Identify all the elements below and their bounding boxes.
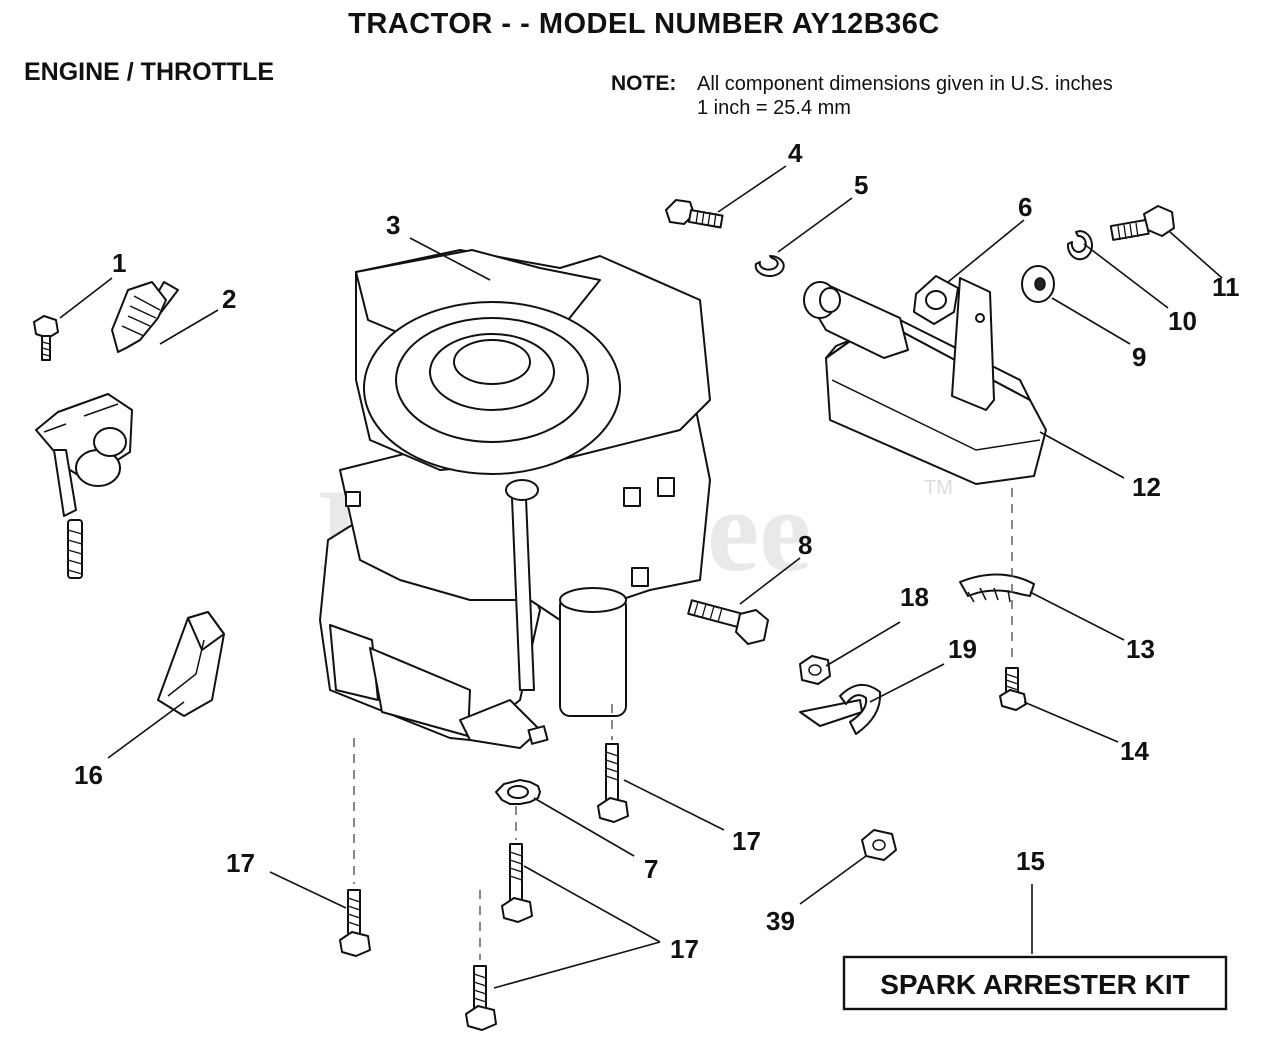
leader-lines: [59, 165, 1223, 989]
callout-19: 19: [948, 634, 977, 664]
part-8-bolt[interactable]: [687, 599, 769, 645]
callout-7: 7: [644, 854, 658, 884]
assembly-lines: [353, 488, 1013, 960]
callout-12: 12: [1132, 472, 1161, 502]
callout-2: 2: [222, 284, 236, 314]
part-17-bolt-a[interactable]: [597, 743, 629, 823]
part-4-screw[interactable]: [665, 199, 724, 229]
part-6-gasket[interactable]: [913, 275, 959, 325]
part-17-bolt-b[interactable]: [339, 889, 371, 957]
part-19-clamp[interactable]: [799, 684, 882, 735]
part-18-nut[interactable]: [799, 655, 831, 685]
callout-9: 9: [1132, 342, 1146, 372]
part-17-bolt-c[interactable]: [501, 843, 533, 923]
part-39-nut[interactable]: [861, 829, 897, 861]
callout-17: 17: [226, 848, 255, 878]
callout-8: 8: [798, 530, 812, 560]
callout-3: 3: [386, 210, 400, 240]
page-title: TRACTOR - - MODEL NUMBER AY12B36C: [348, 8, 940, 40]
part-15-spark-arrester-kit[interactable]: SPARK ARRESTER KIT: [842, 884, 1228, 1011]
watermark-tm: TM: [924, 477, 953, 499]
callout-10: 10: [1168, 306, 1197, 336]
section-title: ENGINE / THROTTLE: [24, 58, 274, 86]
callout-18: 18: [900, 582, 929, 612]
part-11-screw[interactable]: [1109, 205, 1175, 241]
callout-5: 5: [854, 170, 868, 200]
callout-15: 15: [1016, 846, 1045, 876]
callout-11: 11: [1212, 272, 1240, 302]
part-3-engine[interactable]: [319, 249, 711, 749]
part-2-throttle-control[interactable]: [35, 281, 179, 579]
part-13-heat-shield[interactable]: [959, 573, 1035, 603]
callout-17: 17: [732, 826, 761, 856]
note-conversion: 1 inch = 25.4 mm: [697, 97, 851, 119]
part-17-bolt-d[interactable]: [465, 965, 497, 1031]
part-16-bracket[interactable]: [157, 611, 225, 717]
part-14-screw[interactable]: [999, 667, 1027, 711]
part-7-star-washer[interactable]: [495, 779, 541, 805]
note-text: All component dimensions given in U.S. i…: [697, 73, 1113, 95]
callout-14: 14: [1120, 736, 1149, 766]
callout-13: 13: [1126, 634, 1155, 664]
callout-17: 17: [670, 934, 699, 964]
callouts: 1 2 3 4 5 6 7 8 9 10 11 12 13 14 15 16 1…: [74, 138, 1240, 964]
part-1-bolt[interactable]: [33, 315, 59, 361]
part-10-lock-washer[interactable]: [1066, 230, 1093, 261]
part-12-muffler[interactable]: [803, 277, 1047, 485]
callout-6: 6: [1018, 192, 1032, 222]
callout-39: 39: [766, 906, 795, 936]
callout-1: 1: [112, 248, 126, 278]
part-9-flat-washer[interactable]: [1021, 265, 1055, 303]
callout-4: 4: [788, 138, 803, 168]
part-5-lock-washer[interactable]: [754, 255, 785, 277]
note-label: NOTE:: [611, 72, 677, 95]
callout-16: 16: [74, 760, 103, 790]
spark-arrester-kit-label: SPARK ARRESTER KIT: [880, 969, 1190, 1000]
